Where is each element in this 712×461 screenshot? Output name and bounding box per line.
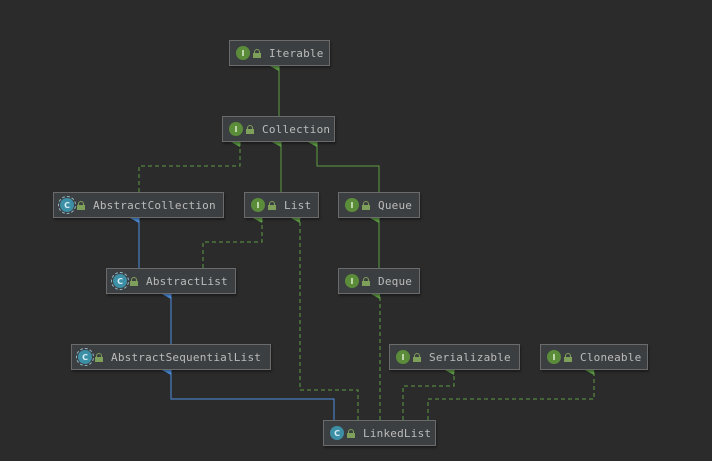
node-abstract-sequential-list[interactable]: C AbstractSequentialList — [71, 344, 271, 370]
node-label: Cloneable — [580, 350, 642, 364]
edges-layer — [130, 61, 595, 420]
node-label: AbstractCollection — [93, 198, 216, 212]
node-abstract-collection[interactable]: C AbstractCollection — [53, 192, 224, 218]
lock-icon — [77, 200, 85, 210]
lock-icon — [95, 352, 103, 362]
interface-badge-icon: I — [396, 350, 410, 364]
node-label: Serializable — [429, 350, 511, 364]
lock-icon — [268, 200, 276, 210]
node-deque[interactable]: I Deque — [338, 268, 420, 294]
node-label: AbstractSequentialList — [111, 350, 262, 364]
node-label: LinkedList — [363, 426, 432, 440]
interface-badge-icon: I — [345, 274, 359, 288]
node-queue[interactable]: I Queue — [338, 192, 420, 218]
edge-queue-to-collection — [308, 137, 380, 192]
lock-icon — [246, 124, 254, 134]
edge-abstract-collection-to-collection — [138, 137, 241, 192]
lock-icon — [362, 276, 370, 286]
edge-linked-list-to-cloneable — [427, 365, 595, 420]
lock-icon — [347, 428, 355, 438]
node-serializable[interactable]: I Serializable — [389, 344, 520, 370]
interface-badge-icon: I — [251, 198, 265, 212]
lock-icon — [130, 276, 138, 286]
interface-badge-icon: I — [345, 198, 359, 212]
class-badge-icon: C — [111, 272, 129, 290]
node-list[interactable]: I List — [244, 192, 319, 218]
node-label: Collection — [262, 122, 331, 136]
node-label: AbstractList — [146, 274, 228, 288]
node-abstract-list[interactable]: C AbstractList — [106, 268, 236, 294]
node-label: Deque — [378, 274, 413, 288]
lock-icon — [564, 352, 572, 362]
node-iterable[interactable]: I Iterable — [229, 40, 330, 66]
edge-linked-list-to-abstract-sequential-list — [162, 365, 335, 420]
edge-abstract-list-to-list — [202, 213, 263, 268]
interface-badge-icon: I — [229, 122, 243, 136]
lock-icon — [253, 48, 261, 58]
node-label: List — [284, 198, 312, 212]
lock-icon — [413, 352, 421, 362]
node-label: Iterable — [269, 46, 324, 60]
node-linked-list[interactable]: C LinkedList — [323, 420, 436, 446]
node-cloneable[interactable]: I Cloneable — [540, 344, 648, 370]
interface-badge-icon: I — [236, 46, 250, 60]
node-collection[interactable]: I Collection — [222, 116, 335, 142]
lock-icon — [362, 200, 370, 210]
class-badge-icon: C — [58, 196, 76, 214]
edge-linked-list-to-serializable — [402, 365, 455, 420]
class-badge-icon: C — [330, 426, 344, 440]
node-label: Queue — [378, 198, 413, 212]
interface-badge-icon: I — [547, 350, 561, 364]
edge-linked-list-to-list — [291, 213, 359, 420]
class-badge-icon: C — [76, 348, 94, 366]
